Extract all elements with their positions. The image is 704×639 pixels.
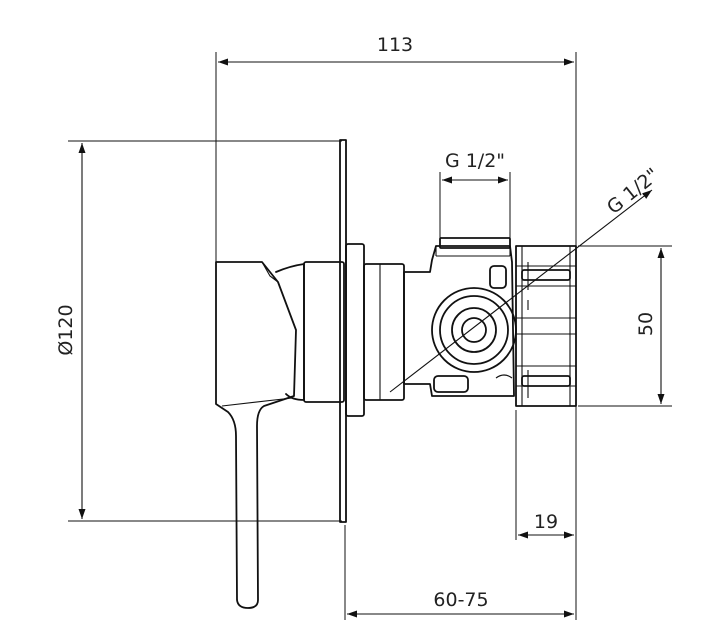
mounting-box: [515, 245, 577, 407]
outlet-ring-inner: [451, 307, 497, 353]
dim-label-thread-top: G 1/2": [445, 150, 505, 172]
handle-collar: [275, 263, 305, 401]
boss-top: [489, 265, 507, 289]
dim-line-thread-diagonal: [389, 189, 653, 393]
box-clip-top: [521, 269, 571, 281]
boss-bottom: [433, 375, 469, 393]
valve-body: [403, 245, 515, 397]
dim-label-diameter: Ø120: [55, 304, 77, 355]
handle-lever: [215, 261, 297, 609]
outlet-bore: [461, 317, 487, 343]
extension-lines: [68, 52, 672, 620]
outlet-ring-mid: [439, 295, 509, 365]
dim-label-19: 19: [534, 511, 558, 533]
dim-label-thread-diagonal: G 1/2": [603, 164, 664, 219]
dim-label-50: 50: [635, 312, 657, 336]
cartridge-housing: [363, 263, 405, 401]
dimension-lines: [78, 58, 665, 618]
flange: [345, 243, 365, 417]
outlet-ring-outer: [431, 287, 517, 373]
dim-label-113: 113: [377, 34, 413, 56]
mixer-drawing: [215, 139, 577, 609]
dimension-labels: 113 Ø120 G 1/2" G 1/2" 50 19 60-75: [55, 34, 663, 611]
handle-sleeve: [303, 261, 345, 403]
dim-label-60-75: 60-75: [433, 589, 488, 611]
box-clip-bottom: [521, 375, 571, 387]
top-fitting: [439, 237, 511, 249]
